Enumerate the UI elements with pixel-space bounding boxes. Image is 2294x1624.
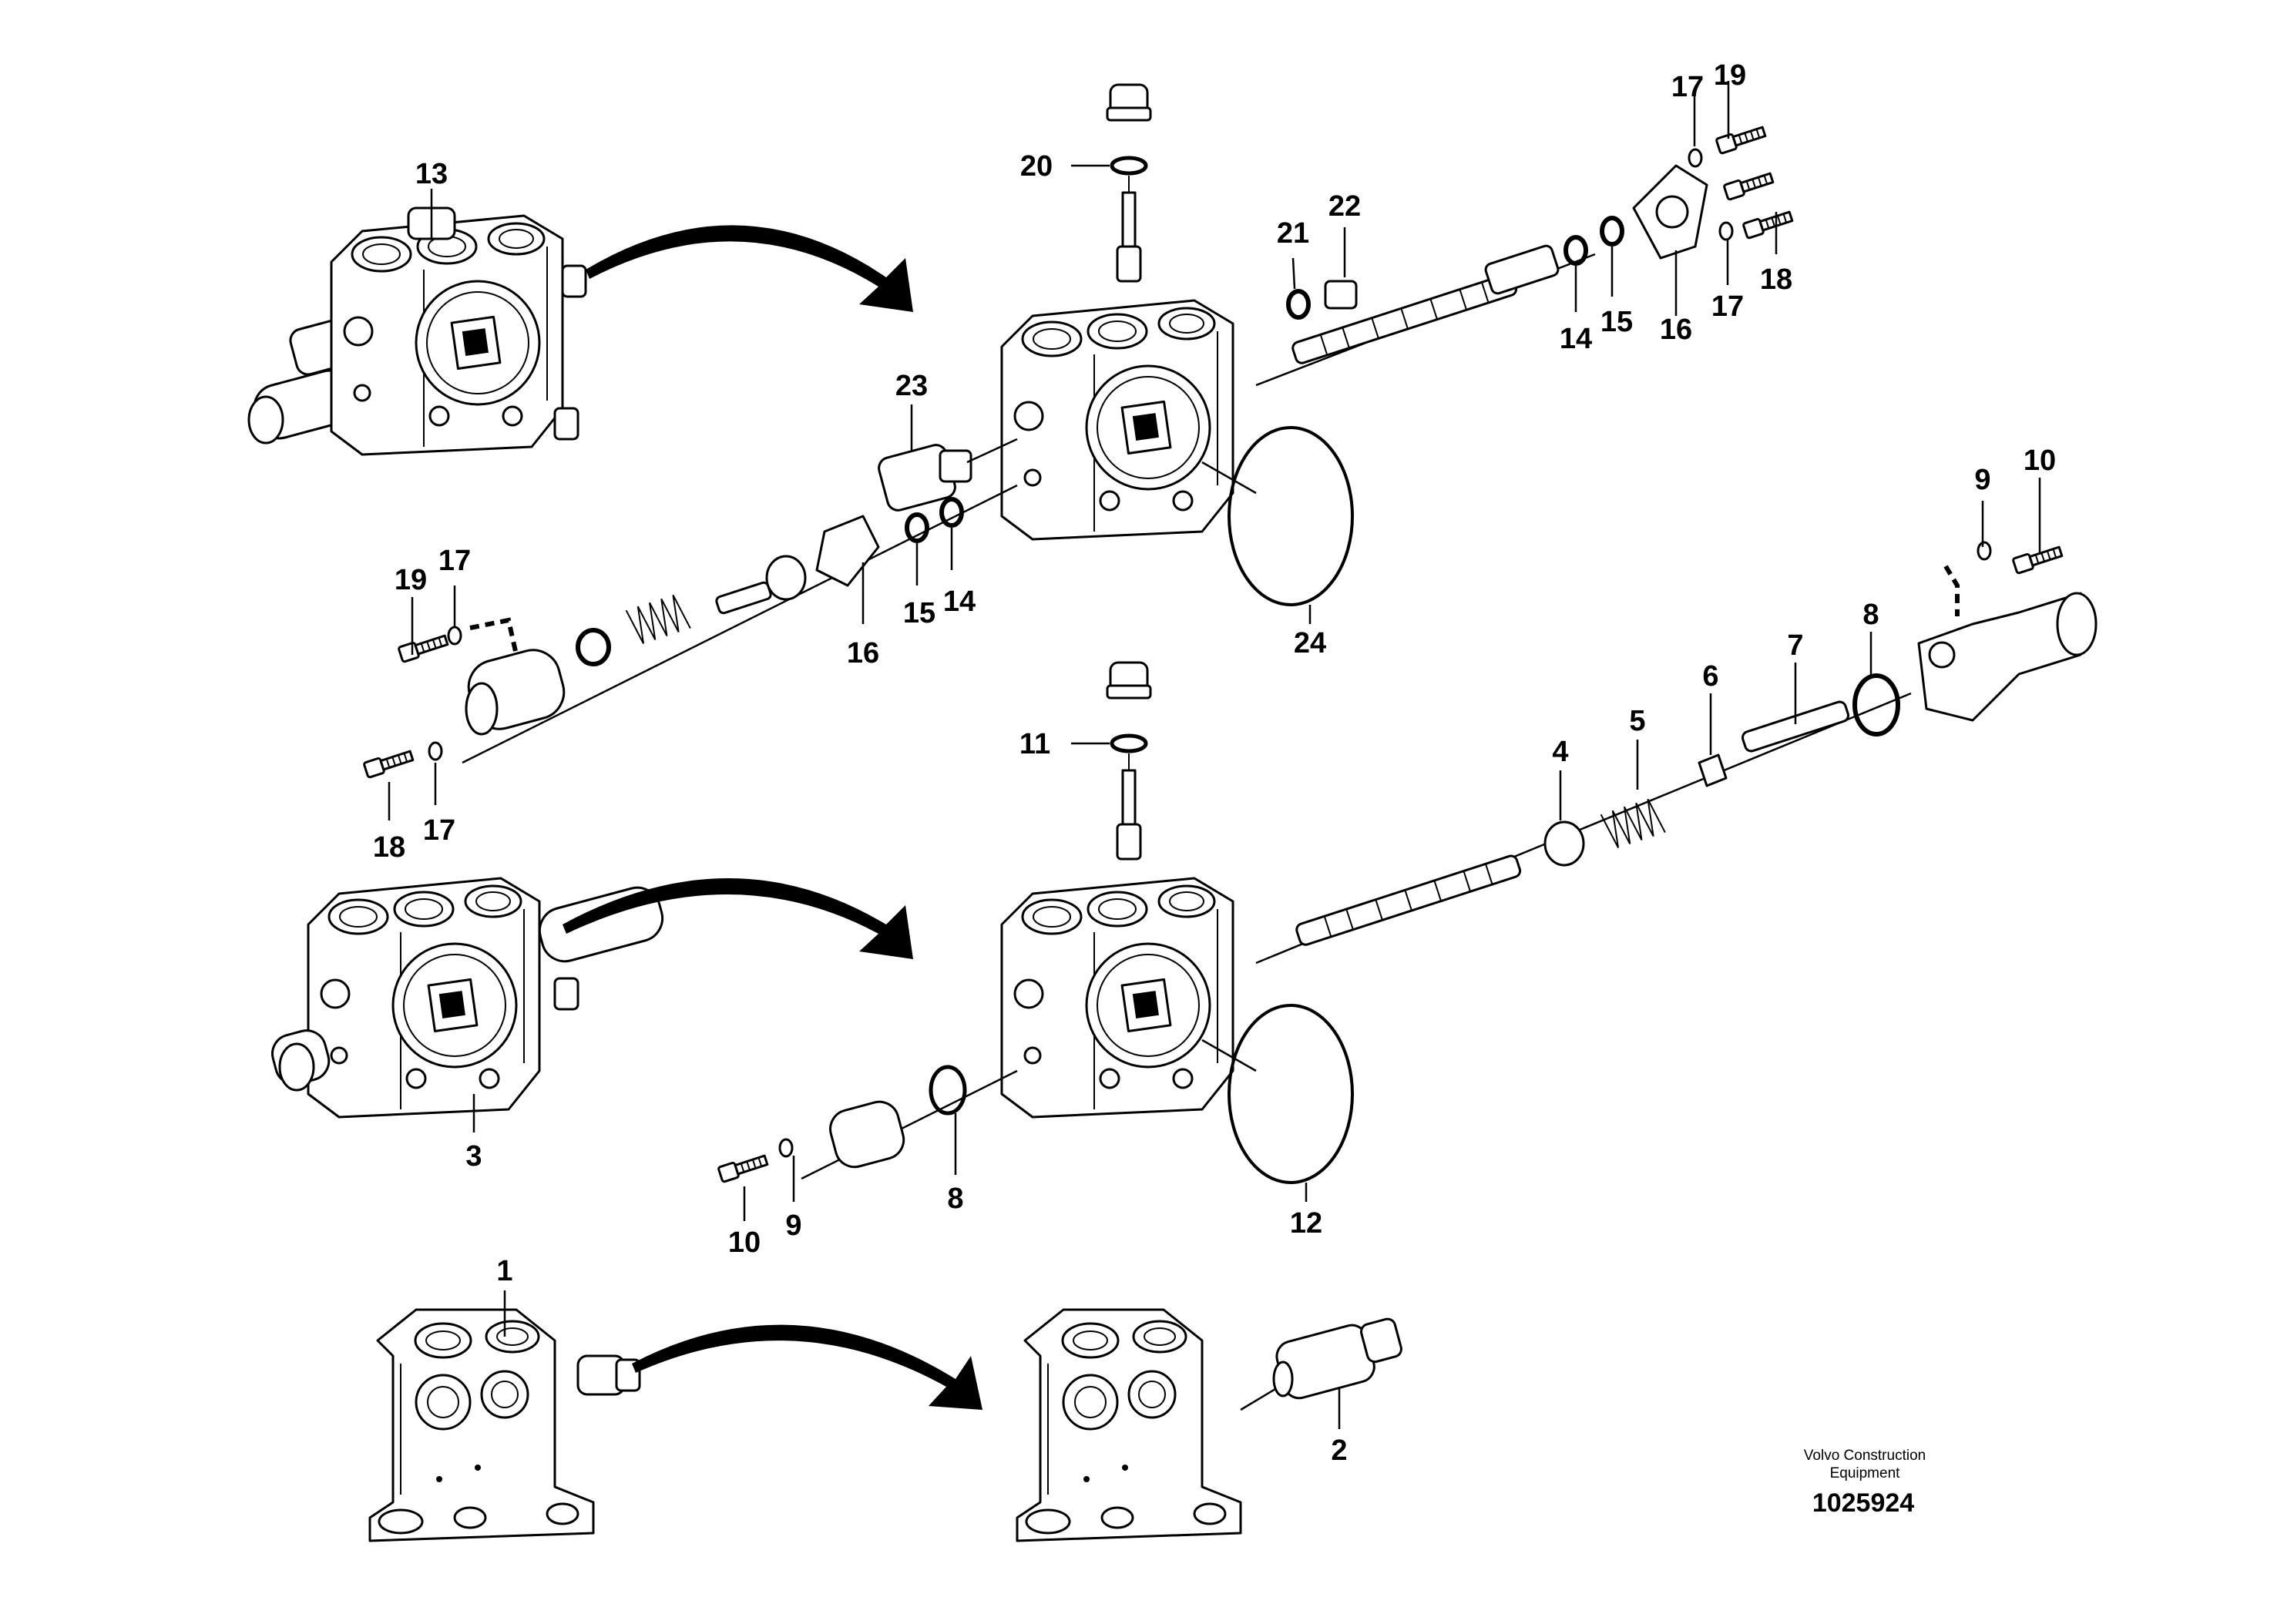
callout-16: 16 [1660, 314, 1692, 346]
exploded-left [362, 484, 1018, 780]
callout-17: 17 [423, 814, 455, 847]
callout-19: 19 [395, 564, 427, 596]
exploded-middle [717, 541, 2098, 1184]
callout-9: 9 [785, 1210, 801, 1242]
caption-line-2: Equipment [1830, 1465, 1901, 1481]
callout-10: 10 [2024, 445, 2056, 477]
assembly-13 [247, 206, 587, 456]
callout-9: 9 [1974, 464, 1990, 496]
caption-block: Volvo Construction Equipment 1025924 [1804, 1448, 1926, 1518]
callout-18: 18 [1760, 263, 1792, 296]
callout-23: 23 [895, 370, 928, 402]
callout-21: 21 [1277, 217, 1309, 250]
leader-lines [388, 81, 2041, 1429]
document-number: 1025924 [1812, 1488, 1914, 1518]
end-section-exploded [1016, 1308, 1402, 1542]
callout-17: 17 [1711, 290, 1744, 323]
callout-8: 8 [1862, 599, 1879, 631]
arrow-top [586, 225, 913, 312]
callout-19: 19 [1714, 59, 1746, 92]
callout-24: 24 [1294, 627, 1326, 659]
callout-16: 16 [847, 637, 879, 669]
callout-17: 17 [438, 545, 471, 577]
callout-8: 8 [947, 1183, 963, 1215]
assembly-3 [271, 877, 664, 1119]
callout-1: 1 [496, 1255, 512, 1287]
callout-6: 6 [1702, 660, 1718, 693]
callout-11: 11 [1019, 728, 1050, 760]
callout-22: 22 [1328, 190, 1361, 223]
callout-4: 4 [1552, 736, 1568, 768]
callout-labels: 13 20 17 19 21 22 14 15 16 17 18 23 24 1… [373, 59, 2056, 1467]
callout-5: 5 [1629, 705, 1645, 737]
callout-12: 12 [1290, 1207, 1322, 1240]
callout-3: 3 [465, 1140, 482, 1173]
arrow-middle [563, 878, 913, 959]
assembly-1 [368, 1308, 641, 1542]
callout-20: 20 [1020, 150, 1053, 183]
callout-14: 14 [1560, 323, 1592, 355]
callout-15: 15 [1600, 306, 1633, 338]
callout-18: 18 [373, 831, 405, 864]
callout-2: 2 [1331, 1434, 1347, 1467]
callout-10: 10 [728, 1226, 761, 1259]
callout-15: 15 [903, 597, 935, 629]
arrow-bottom [632, 1324, 982, 1410]
callout-13: 13 [415, 158, 448, 190]
exploded-top [878, 83, 1795, 606]
callout-14: 14 [943, 586, 976, 618]
callout-7: 7 [1787, 629, 1803, 662]
callout-17: 17 [1671, 71, 1704, 103]
caption-line-1: Volvo Construction [1804, 1448, 1926, 1464]
